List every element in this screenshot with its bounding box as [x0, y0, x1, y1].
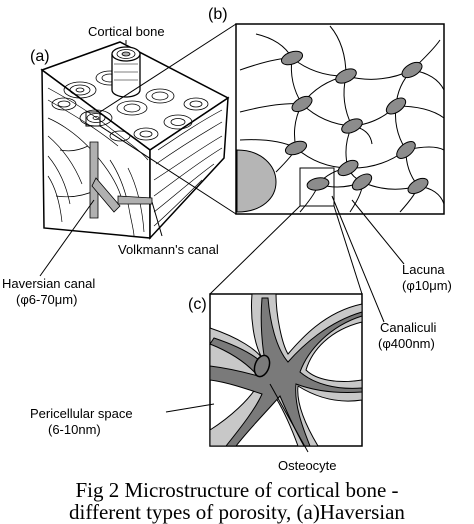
lacuna-cell	[306, 177, 330, 191]
leader-haversian	[39, 199, 95, 277]
volkmanns-canal-shape	[117, 195, 153, 205]
lacuna-cell	[401, 61, 423, 79]
panel-label-c: (c)	[188, 296, 207, 313]
bone-block-side-face	[149, 96, 229, 240]
panel-b-lacunae-network	[235, 23, 445, 215]
lacuna-cell	[407, 177, 429, 195]
leader-volkmann	[151, 201, 163, 237]
zoom-box-b	[299, 167, 335, 207]
leader-pericellular	[165, 403, 215, 413]
label-lacuna: Lacuna	[402, 262, 445, 277]
panel-c-osteocyte	[209, 293, 363, 447]
panel-label-b: (b)	[208, 6, 228, 23]
leader-lines	[39, 40, 405, 453]
panel-label-a: (a)	[30, 48, 50, 65]
lacuna-cell	[341, 118, 363, 134]
label-volkmanns-canal: Volkmann's canal	[118, 242, 219, 257]
label-osteocyte: Osteocyte	[278, 458, 337, 473]
zoom-lines-a-to-b	[99, 23, 237, 215]
label-pericellular-size: (6-10nm)	[48, 422, 101, 437]
lacuna-cell	[351, 173, 373, 191]
lacuna-cell	[337, 159, 359, 177]
figure-caption-line-1: Fig 2 Microstructure of cortical bone -	[75, 478, 399, 502]
osteocyte-nucleus	[253, 354, 271, 378]
osteocyte-cell-body	[209, 297, 363, 447]
lacuna-cell	[335, 68, 357, 84]
lacuna-cell	[280, 50, 304, 66]
side-face-lamellae	[153, 109, 223, 227]
leader-lacuna	[351, 199, 405, 265]
label-haversian-size: (φ6-70μm)	[16, 292, 78, 307]
haversian-canal-shape	[89, 141, 121, 219]
lacuna-cell	[291, 95, 313, 113]
leader-canaliculi	[331, 195, 385, 323]
label-pericellular-space: Pericellular space	[30, 406, 133, 421]
label-haversian-canal: Haversian canal	[2, 276, 96, 291]
haversian-canal-section	[236, 149, 277, 213]
leader-osteocyte	[269, 383, 309, 453]
lacuna-cell	[284, 140, 308, 156]
lacuna-cell	[396, 141, 416, 159]
label-lacuna-size: (φ10μm)	[402, 278, 452, 293]
label-cortical-bone: Cortical bone	[88, 24, 165, 39]
osteon-cylinder	[111, 46, 141, 98]
zoom-box-a	[85, 111, 101, 127]
front-face-lamellae	[47, 87, 149, 237]
panel-a-bone-block	[40, 41, 230, 240]
label-canaliculi-size: (φ400nm)	[378, 336, 435, 351]
osteon-rings	[51, 70, 209, 142]
lacuna-cell	[385, 97, 407, 115]
label-canaliculi: Canaliculi	[380, 320, 437, 335]
figure-caption-line-2: different types of porosity, (a)Haversia…	[69, 500, 405, 524]
zoom-lines-b-to-c	[209, 205, 363, 295]
